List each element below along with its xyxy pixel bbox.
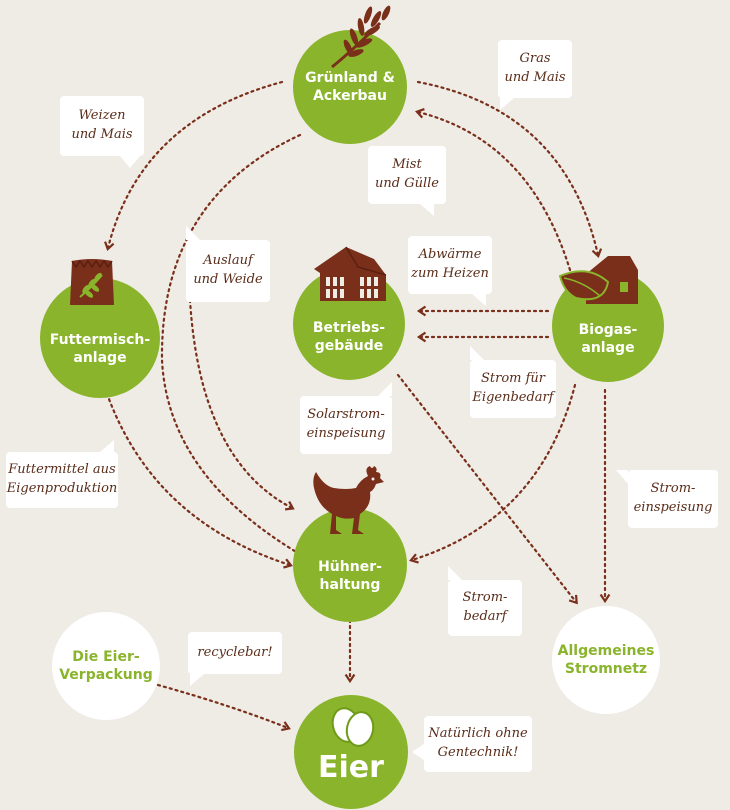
callout-strombedarf-tail (448, 566, 462, 580)
callout-gras-line2: und Mais (504, 70, 566, 85)
callout-strombedarf-line1: Strom- (462, 590, 508, 606)
wheat-icon (331, 5, 391, 69)
callout-gentechnik-line2: Gentechnik! (437, 745, 519, 760)
callout-abwaerme: Abwärme zum Heizen (408, 236, 492, 294)
barn-icon (314, 246, 387, 301)
callout-gentechnik-line1: Natürlich ohne (428, 726, 528, 742)
callout-gentechnik-tail (412, 744, 424, 760)
arrow-futtermisch-huehner (103, 386, 293, 569)
callout-abwaerme-line1: Abwärme (418, 247, 482, 263)
node-verpackung-line1: Die Eier- (72, 648, 140, 665)
callout-solar-line2: einspeisung (306, 426, 386, 441)
callout-solar-tail (378, 382, 392, 396)
callout-abwaerme-tail (472, 294, 486, 306)
callout-futtermittel-line2: Eigenproduktion (6, 481, 118, 496)
callout-auslauf-tail (186, 226, 200, 240)
callout-futtermittel-tail (100, 440, 114, 452)
callout-gras: Gras und Mais (498, 40, 572, 98)
callout-strom-einsp-line1: Strom- (650, 481, 696, 497)
callout-strom-eigen-tail (470, 346, 484, 360)
callout-strom-einsp-line2: einspeisung (633, 500, 713, 515)
node-futtermisch-line2: anlage (73, 350, 127, 366)
node-verpackung-line2: Verpackung (59, 667, 153, 683)
node-stromnetz-line2: Stromnetz (564, 661, 648, 677)
callout-solar: Solarstrom-einspeisung (300, 396, 392, 454)
callout-auslauf-line2: und Weide (193, 272, 263, 287)
callout-strom-eigen-line2: Eigenbedarf (472, 390, 554, 405)
node-huehner-line2: haltung (319, 577, 381, 593)
callout-recyclebar-tail (190, 674, 204, 686)
arrow-gruenland-huehner (160, 133, 313, 563)
callout-strom-einsp: Strom-einspeisung (628, 470, 718, 528)
callout-weizen-line2: und Mais (71, 127, 133, 142)
node-futtermisch-line1: Futtermisch- (49, 331, 151, 348)
arrow-gruenland-biogas (416, 80, 603, 259)
node-huehner-line1: Hühner- (318, 558, 382, 575)
callout-strom-einsp-tail (616, 470, 628, 484)
feed-bag-icon (70, 259, 114, 305)
callout-futtermittel-line1: Futtermittel aus (8, 462, 116, 478)
node-gruenland-line1: Grünland & (305, 69, 395, 86)
eier-label: Eier (318, 750, 384, 785)
node-gruenland-line2: Ackerbau (313, 88, 387, 104)
callout-gras-line1: Gras (519, 51, 551, 67)
arrow-gruenland-futtermisch (104, 80, 284, 251)
hen-icon (313, 466, 384, 534)
node-stromnetz-line1: Allgemeines (557, 642, 655, 659)
biogas-house-icon (558, 256, 638, 304)
callout-strombedarf: Strom-bedarf (448, 580, 522, 636)
callout-solar-line1: Solarstrom- (307, 407, 385, 423)
node-huehner: Hühner-haltung (293, 508, 407, 622)
node-gruenland: Grünland & Ackerbau (293, 30, 407, 144)
eggs-icon (331, 707, 375, 747)
arrow-verpackung-eier (156, 683, 291, 732)
node-betrieb-line1: Betriebs- (312, 319, 386, 336)
callout-strombedarf-line2: bedarf (463, 609, 507, 624)
node-verpackung: Die Eier- Verpackung (52, 612, 160, 720)
node-biogas-line2: anlage (581, 340, 635, 356)
callout-weizen-line1: Weizen (78, 108, 126, 124)
node-biogas-line1: Biogas- (578, 321, 638, 338)
callout-abwaerme-line2: zum Heizen (411, 266, 489, 281)
arrow-betrieb-stromnetz (396, 373, 578, 605)
callout-mist-line1: Mist (392, 157, 422, 173)
callout-auslauf-line1: Auslauf (203, 253, 253, 269)
callout-weizen-tail (120, 156, 140, 168)
callout-recyclebar: recyclebar! (188, 632, 282, 674)
callout-strom-eigen-line1: Strom für (480, 371, 546, 387)
callout-auslauf: Auslauf und Weide (186, 240, 270, 302)
callout-gras-tail (500, 98, 514, 110)
arrow-auslauf-huehner (188, 298, 295, 511)
callout-mist-tail (420, 204, 434, 216)
callout-recyclebar-line1: recyclebar! (197, 644, 273, 660)
arrow-biogas-huehner (409, 383, 577, 564)
node-betrieb-line2: gebäude (314, 338, 384, 354)
callout-mist: Mist und Gülle (368, 146, 446, 204)
arrow-biogas-gruenland (415, 108, 572, 272)
callout-weizen: Weizen und Mais (60, 96, 144, 156)
callout-mist-line2: und Gülle (375, 176, 439, 191)
